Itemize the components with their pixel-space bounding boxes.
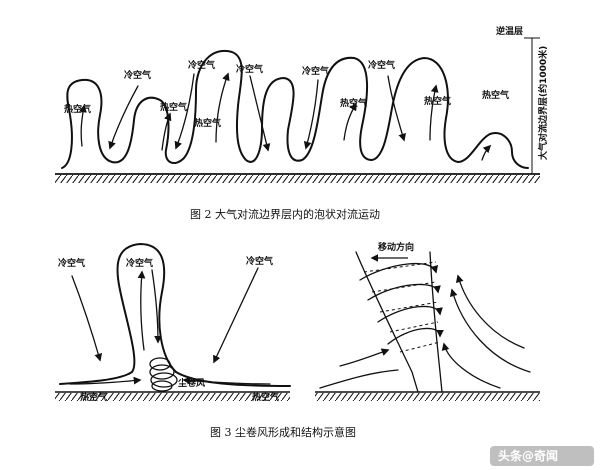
fig2-arrow-cold2 [174, 73, 195, 150]
figure3-right: 移动方向 [315, 241, 540, 401]
fig2-label-hot6: 热空气 [482, 89, 509, 101]
fig3-inflow-left-2 [339, 348, 390, 367]
fig2-arrow-hot3 [215, 72, 230, 143]
fig3-arrow-hot-right [182, 376, 271, 385]
fig3-spiral-dash-5 [399, 341, 441, 353]
fig2-inversion-layer-label: 逆温层 [496, 25, 523, 37]
fig3-caption: 图 3 尘卷风形成和结构示意图 [210, 425, 356, 439]
fig2-label-cold5: 冷空气 [368, 59, 395, 71]
fig3-dust-devil-swirl [149, 357, 178, 392]
fig2-label-hot2: 热空气 [160, 101, 187, 113]
watermark-text: 头条@奇闻 [498, 448, 558, 463]
fig2-label-cold1: 冷空气 [124, 69, 151, 81]
fig3-inflow-3 [441, 342, 501, 389]
fig3-spiral-2 [367, 283, 441, 301]
fig3-funnel-left-edge [355, 251, 419, 393]
fig3-label-move-dir: 移动方向 [378, 241, 414, 253]
fig2-arrow-hot4 [343, 102, 357, 141]
fig3-arrow-cold-right [213, 267, 259, 364]
fig2-label-hot5: 热空气 [424, 95, 451, 107]
fig2-arrow-hot1 [79, 104, 87, 147]
fig2-label-hot4: 热空气 [340, 97, 367, 109]
figure3-left: 冷空气 冷空气 冷空气 热空气 热空气 尘卷风 [55, 243, 291, 403]
fig3-spiral-dash-2 [371, 281, 437, 293]
fig2-label-cold4: 冷空气 [302, 65, 329, 77]
fig2-caption: 图 2 大气对流边界层内的泡状对流运动 [190, 207, 380, 221]
fig3-label-cold-left: 冷空气 [58, 257, 85, 269]
fig2-label-hot1: 热空气 [64, 103, 91, 115]
fig2-label-cold2: 冷空气 [188, 59, 215, 71]
fig3-inflow-left [319, 369, 399, 389]
fig2-ground-hatch [55, 175, 540, 183]
fig2-label-hot3: 热空气 [194, 117, 221, 129]
fig3-thermal-outline [59, 243, 291, 387]
fig3-left-ground-hatch [55, 393, 290, 401]
fig3-funnel-right-edge [429, 251, 443, 393]
fig3-spiral-dash-4 [389, 321, 439, 333]
fig3-right-ground-hatch [315, 393, 540, 401]
fig3-spiral-dash-3 [379, 301, 439, 313]
fig2-arrow-cold4 [303, 79, 319, 150]
fig2-arrow-hot6 [481, 144, 492, 161]
fig2-thermal-outline [61, 49, 529, 169]
fig2-arrow-cold5 [387, 75, 406, 142]
fig3-label-hot-left: 热空气 [80, 391, 107, 403]
fig3-spiral-3 [377, 305, 443, 323]
fig3-label-dust-devil: 尘卷风 [178, 377, 205, 389]
fig3-label-hot-right: 热空气 [252, 391, 279, 403]
fig3-spiral-dash-1 [363, 261, 437, 273]
fig3-arrow-hot-left [69, 376, 142, 385]
fig2-arrow-hot2 [161, 112, 172, 151]
figure2: 冷空气 冷空气 冷空气 冷空气 冷空气 热空气 热空气 热空气 热空气 热空气 … [55, 25, 549, 221]
fig3-arrow-hot-up [137, 270, 146, 351]
fig2-arrow-cold1 [108, 85, 139, 150]
fig3-label-cold-right: 冷空气 [246, 255, 273, 267]
fig2-arrow-cold3 [249, 75, 271, 152]
watermark: 头条@奇闻 [490, 446, 594, 466]
fig3-inflow-1 [449, 288, 531, 373]
fig3-spiral-1 [359, 262, 439, 281]
fig3-spiral-4 [387, 327, 444, 345]
fig2-label-cold3: 冷空气 [236, 63, 263, 75]
fig2-height-axis-label: 大气对流边界层(约1000米) [537, 46, 549, 160]
fig3-arrow-cold-left [71, 275, 103, 362]
fig3-label-cold-mid: 冷空气 [126, 257, 153, 269]
fig3-arrow-cold-mid [151, 269, 162, 344]
fig3-inflow-2 [455, 274, 525, 349]
fig2-arrow-hot5 [429, 84, 439, 141]
